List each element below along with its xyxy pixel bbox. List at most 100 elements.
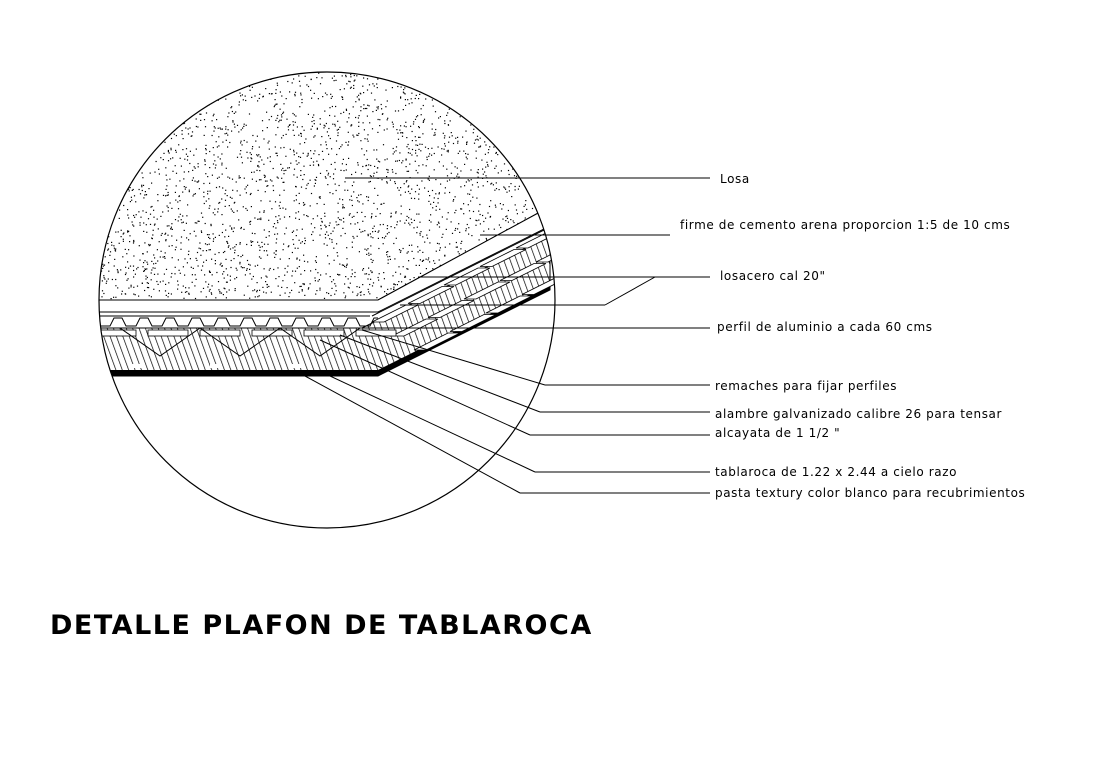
- stipple-dot: [434, 132, 436, 134]
- stipple-dot: [134, 273, 136, 275]
- stipple-dot: [464, 74, 466, 76]
- stipple-dot: [234, 278, 236, 280]
- stipple-dot: [351, 204, 353, 207]
- stipple-dot: [131, 148, 134, 150]
- stipple-dot: [115, 231, 117, 233]
- stipple-dot: [107, 278, 109, 280]
- stipple-dot: [395, 150, 397, 152]
- stipple-dot: [171, 73, 173, 75]
- stipple-dot: [397, 85, 399, 88]
- stipple-dot: [313, 136, 315, 138]
- stipple-dot: [103, 176, 105, 178]
- stipple-dot: [240, 226, 242, 229]
- stipple-dot: [106, 164, 108, 166]
- stipple-dot: [318, 279, 320, 281]
- stipple-dot: [357, 70, 358, 71]
- stipple-dot: [205, 173, 207, 175]
- stipple-dot: [295, 212, 297, 214]
- stipple-dot: [171, 272, 173, 275]
- stipple-dot: [514, 204, 516, 206]
- stipple-dot: [140, 68, 141, 69]
- stipple-dot: [111, 278, 113, 281]
- stipple-dot: [174, 165, 176, 167]
- stipple-dot: [107, 248, 110, 250]
- stipple-dot: [97, 251, 98, 252]
- stipple-dot: [342, 98, 344, 100]
- stipple-dot: [107, 102, 109, 104]
- stipple-dot: [97, 92, 98, 93]
- stipple-dot: [488, 228, 490, 230]
- stipple-dot: [538, 123, 540, 125]
- stipple-dot: [152, 97, 155, 100]
- stipple-dot: [403, 89, 405, 91]
- stipple-dot: [140, 89, 142, 91]
- stipple-dot: [334, 183, 336, 185]
- stipple-dot: [144, 260, 146, 262]
- stipple-dot: [210, 225, 212, 227]
- stipple-dot: [138, 295, 140, 297]
- stipple-dot: [313, 120, 315, 122]
- stipple-dot: [178, 144, 180, 146]
- stipple-dot: [259, 249, 261, 251]
- stipple-dot: [183, 229, 185, 231]
- stipple-dot: [337, 202, 339, 204]
- stipple-dot: [169, 202, 171, 204]
- stipple-dot: [182, 285, 184, 287]
- stipple-dot: [202, 287, 205, 289]
- stipple-dot: [252, 241, 254, 243]
- stipple-dot: [221, 173, 223, 175]
- stipple-dot: [368, 105, 370, 107]
- stipple-dot: [550, 79, 552, 81]
- stipple-dot: [226, 132, 228, 134]
- stipple-dot: [136, 132, 138, 134]
- stipple-dot: [417, 144, 419, 146]
- detail-circle: [98, 71, 556, 529]
- stipple-dot: [533, 118, 535, 120]
- label-losacero: losacero cal 20": [720, 269, 826, 283]
- stipple-dot: [120, 101, 122, 103]
- stipple-dot: [204, 160, 206, 162]
- stipple-dot: [216, 146, 218, 148]
- stipple-dot: [501, 87, 503, 89]
- stipple-dot: [465, 130, 467, 132]
- stipple-dot: [500, 132, 502, 134]
- stipple-dot: [515, 78, 517, 80]
- stipple-dot: [549, 158, 551, 160]
- stipple-dot: [234, 288, 236, 290]
- stipple-dot: [448, 136, 451, 138]
- stipple-dot: [495, 77, 497, 80]
- stipple-dot: [324, 212, 326, 214]
- stipple-dot: [159, 281, 161, 283]
- stipple-dot: [333, 80, 335, 82]
- stipple-dot: [170, 226, 172, 228]
- stipple-dot: [202, 216, 204, 218]
- stipple-dot: [238, 86, 240, 89]
- stipple-dot: [348, 214, 350, 216]
- stipple-dot: [227, 246, 229, 248]
- stipple-dot: [537, 160, 540, 162]
- stipple-dot: [294, 91, 297, 93]
- stipple-dot: [444, 145, 446, 147]
- stipple-dot: [357, 117, 359, 119]
- stipple-dot: [457, 173, 459, 175]
- stipple-dot: [225, 297, 227, 299]
- stipple-dot: [105, 233, 107, 235]
- stipple-dot: [316, 127, 318, 129]
- stipple-dot: [293, 78, 295, 80]
- stipple-dot: [91, 221, 92, 222]
- stipple-dot: [397, 132, 399, 134]
- stipple-dot: [540, 85, 542, 87]
- stipple-dot: [119, 120, 121, 122]
- stipple-dot: [534, 139, 536, 141]
- stipple-dot: [219, 290, 221, 293]
- stipple-dot: [505, 126, 507, 129]
- stipple-dot: [195, 278, 197, 280]
- stipple-dot: [537, 165, 539, 167]
- stipple-dot: [378, 230, 380, 232]
- stipple-dot: [224, 250, 226, 253]
- stipple-dot: [503, 186, 505, 188]
- stipple-dot: [115, 296, 117, 298]
- stipple-dot: [394, 227, 396, 229]
- stipple-dot: [518, 185, 520, 187]
- stipple-dot: [271, 72, 273, 74]
